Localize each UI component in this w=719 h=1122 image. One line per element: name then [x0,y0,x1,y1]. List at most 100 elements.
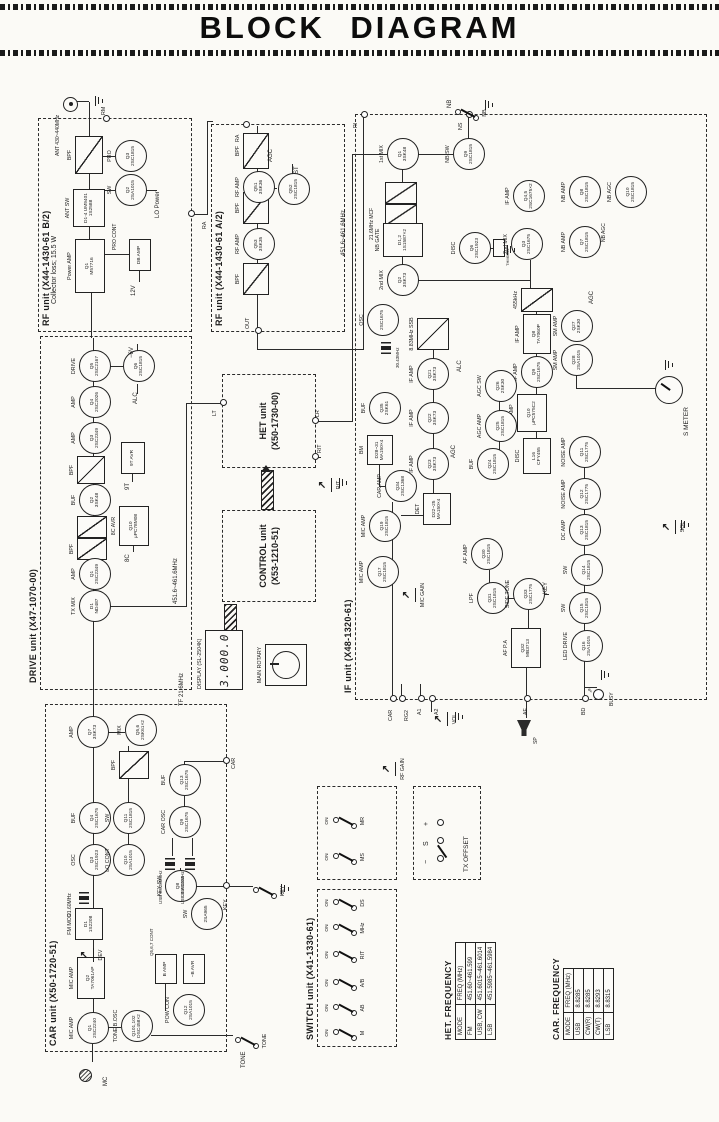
ground-icon [95,96,103,106]
terminal-af [523,695,531,703]
stage-label: SW [105,813,111,823]
stage-label: AF AMP [463,544,469,564]
box-label: AF P.A [503,639,509,657]
toggle-lever-icon [258,886,274,896]
label-collector-loss-15-5-w: Collector loss; 15.5 W [51,235,58,304]
label-key: KEY [543,581,549,594]
label-sp: SP [533,737,539,744]
terminal-label-ra: RA [202,221,208,229]
label-8c: 8C [125,554,131,562]
stage-label: DC AMP [561,519,567,541]
terminal-label-out: OUT [245,317,251,329]
toggle-name-label: DS [360,899,366,907]
filter-mcf [385,182,417,204]
filter-bpf: BPF [235,263,269,295]
hatched-arrowhead-icon [260,465,271,472]
terminal-a1 [417,695,425,703]
stage-label: LO CONT [105,848,111,872]
terminal-label-ri: RI [353,122,359,128]
stage-label: BUF [71,812,77,824]
box-label: MIC AMP [69,966,75,990]
toggle-on-label: ON [325,899,330,907]
label-usb-8-8285mhz: USB 8.8285MHz [158,870,163,904]
stage-label: SM AMP [553,349,559,371]
knob-tick-icon [270,663,279,665]
tx-offset-box [413,786,481,880]
filter-label: BPF [69,543,75,555]
filter-bpf: BPF [67,136,103,174]
unit-label-rf-unit-b: RF unit (X44-1430-61 B/2) [41,208,51,328]
crystal-icon [165,858,175,870]
filter-label: 8.83MHz SSB [409,317,415,351]
label-item: + [423,821,430,826]
unit-label-switch-unit: SWITCH unit (X41-1330-61) [305,915,315,1042]
toggle-name-label: RIT [360,950,366,960]
stage-label: BUF [71,494,77,506]
wire [77,100,89,102]
box-9t-avr: 9T AVR [121,442,145,474]
stage-label: SW [561,603,567,613]
terminal-label-rg2: RG2 [404,710,410,721]
toggle-on-label: ON [325,1029,330,1037]
label-451-6-461-6mhz: 451.6~461.6MHz [341,210,347,256]
stage-label: OSC [359,314,365,326]
table-cell: FM [465,1004,476,1040]
pot-label: MIC GAIN [420,582,426,608]
filter-bpf: BPF [235,133,269,169]
stage-label: MIC AMP [361,514,367,538]
busy-led-icon: ⇗ [588,688,604,700]
led-arrows-icon: ⇗ [588,687,594,693]
pot-mic-gain: ↗MIC GAIN [401,583,426,607]
table-cell: FREQ (MHz) [455,942,466,1005]
filter-bpf: BPF [69,538,107,560]
label-12v: 12V [131,285,137,296]
hatched-arrow [261,470,274,510]
pot-sql: ↗SQL [661,520,686,534]
stage-label: BUF [361,402,367,414]
toggle-on-label: ON [325,817,330,825]
terminal-label-car: CAR [231,757,237,769]
stage-label: IF AMP [505,187,511,205]
table-cell: 451.6015~461.6014 [475,942,486,1005]
filter-label: BPF [235,273,241,285]
label-tone: TONE [241,1051,247,1068]
toggle-ds: ON DS [325,894,366,912]
ornament-top [0,4,719,10]
label-st: ST [294,166,300,174]
box-label: DET [415,503,421,515]
knob-circle-icon [272,651,300,679]
label-nb-agc: NB AGC [601,223,607,242]
stage-label: AMP [71,432,77,444]
stage-label: CAR OSC [161,809,167,835]
crystal-icon [185,858,195,870]
block-diagram-canvas: RF unit (X44-1430-61 B/2)RF unit (X44-14… [15,92,710,1102]
toggle-lever-icon [338,1028,354,1038]
stage-label: AMP [71,396,77,408]
ground-icon [455,712,463,722]
stage-label: BUF [161,774,167,786]
filter-label: 455kHz [513,291,519,309]
stage-label: LED DRIVE [563,632,569,660]
ground-icon [281,884,289,894]
toggle-on-label: ON [325,853,330,861]
terminal-label-key: KEY [223,899,229,910]
